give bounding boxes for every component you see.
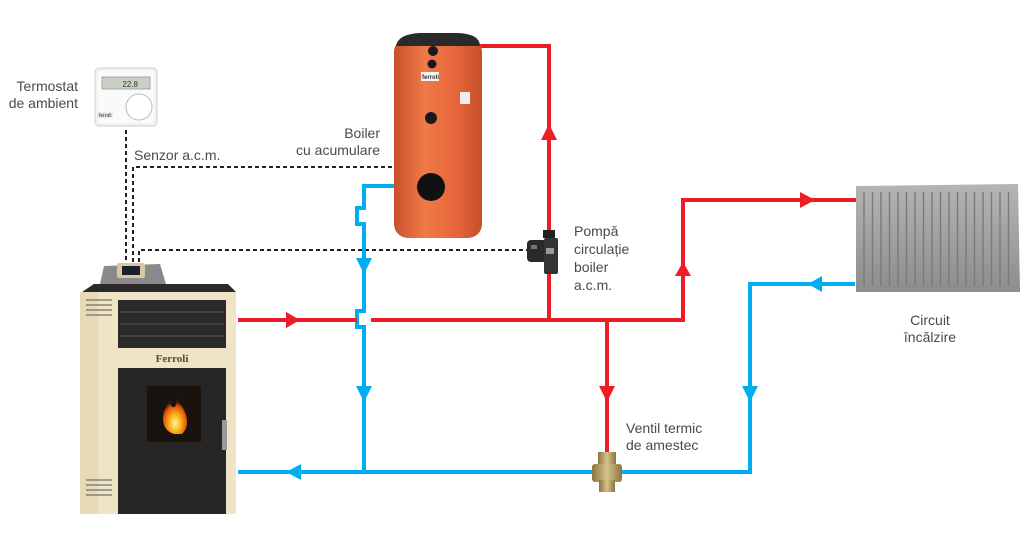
- boiler-label: Boiler cu acumulare: [296, 125, 380, 159]
- label-line: de ambient: [8, 95, 78, 111]
- label-line: cu acumulare: [296, 142, 381, 158]
- label-line: de amestec: [626, 437, 699, 453]
- dhw-sensor-wire: [132, 166, 393, 262]
- arrow-down-bypass: [599, 386, 615, 402]
- flow-arrows: [286, 124, 822, 480]
- pump-label: Pompă circulație boiler a.c.m.: [574, 222, 629, 294]
- boiler-tank-icon: ferroli: [394, 33, 482, 238]
- label-line: Boiler: [344, 125, 380, 141]
- label-line: Pompă: [574, 223, 619, 239]
- boiler-return-pipe: [355, 184, 394, 472]
- valve-label: Ventil termic de amestec: [626, 420, 702, 454]
- thermostat-label: Termostat de ambient: [0, 78, 78, 112]
- label-line: Termostat: [16, 78, 78, 94]
- mixing-valve-icon: [592, 452, 622, 492]
- thermostat-logo: ferroli: [99, 113, 112, 119]
- sensor-label: Senzor a.c.m.: [134, 147, 221, 163]
- sensor-lines: [125, 130, 528, 262]
- arrow-up-boiler: [541, 124, 557, 140]
- pump-wire: [138, 249, 528, 262]
- label-line: circulație: [574, 241, 630, 257]
- cold-pipes: [238, 184, 855, 474]
- thermostat-icon: 22.8 ferroli: [94, 67, 158, 127]
- label-line: Ventil termic: [626, 420, 703, 436]
- label-line: Circuit: [910, 312, 950, 328]
- thermostat-display: 22.8: [122, 80, 138, 89]
- label-line: a.c.m.: [574, 277, 613, 293]
- arrow-down-return: [356, 386, 372, 402]
- arrow-down-boiler-return: [356, 258, 372, 274]
- pellet-stove-icon: Ferroli: [80, 263, 236, 514]
- circulation-pump-icon: [527, 230, 558, 274]
- arrow-up-radiator: [675, 262, 691, 276]
- radiator-icon: [856, 184, 1020, 292]
- main-return-pipe: [238, 282, 855, 474]
- boiler-supply-pipe: [480, 44, 551, 320]
- arrow-left-main-return: [286, 464, 301, 480]
- arrow-right-radiator: [800, 192, 815, 208]
- arrow-down-radiator-return: [742, 386, 758, 402]
- supply-pipe-main: [371, 198, 860, 322]
- stove-logo: Ferroli: [156, 353, 189, 365]
- label-line: încălzire: [903, 329, 957, 345]
- arrow-right-hot: [286, 312, 300, 328]
- circuit-label: Circuit încălzire: [880, 312, 980, 346]
- boiler-logo: ferroli: [422, 75, 439, 81]
- arrow-left-radiator-return: [808, 276, 822, 292]
- label-line: boiler: [574, 259, 609, 275]
